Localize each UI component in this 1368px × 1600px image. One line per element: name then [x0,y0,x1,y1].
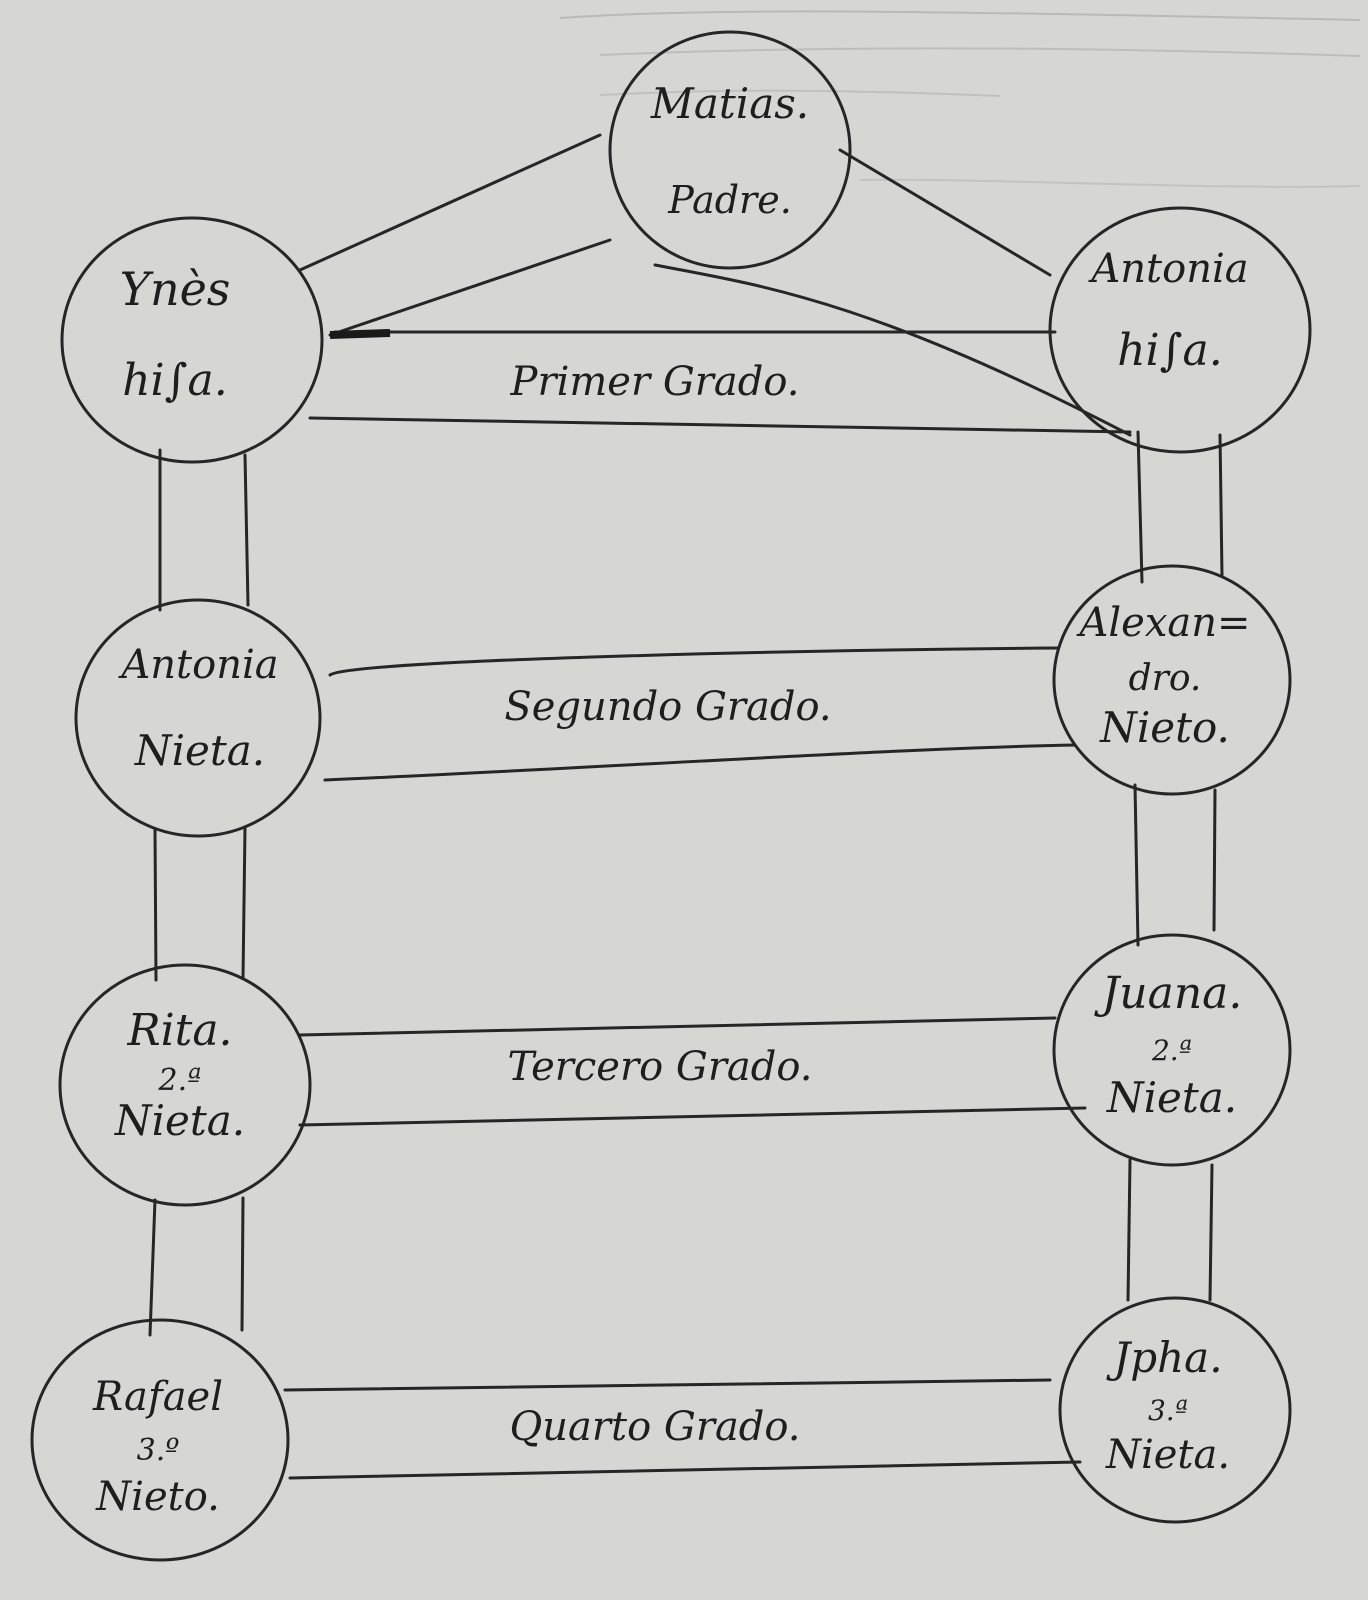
antonia-hija-label-line-1: Antonia [1087,246,1248,292]
ines-circle [60,216,324,464]
rita-label-line-3: Nieta. [114,1096,245,1145]
connector-lines [148,133,1224,1480]
alexandro-circle [1052,564,1292,796]
antonia-hija-label-line-2: hi∫a. [1117,325,1223,376]
bleed-through-text [559,10,1361,188]
ines-label-line-2: hi∫a. [122,355,228,406]
node-labels: Matias. Padre. Ynès hi∫a. Antonia hi∫a. Antoni… [92,79,1251,1520]
antonia-nieta-circle [74,598,322,838]
josepha-label-line-2: 3.ª [1148,1394,1188,1427]
ines-label-line-1: Ynès [120,262,231,316]
matias-circle [608,30,852,270]
juana-circle [1052,933,1292,1167]
rafael-label-line-2: 3.º [137,1433,180,1468]
rita-label-line-2: 2.ª [158,1063,202,1098]
rafael-label-line-3: Nieto. [95,1474,220,1520]
juana-label-line-2: 2.ª [1151,1034,1192,1067]
grade-label-cuarto: Quarto Grado. [509,1404,800,1450]
josepha-label-line-3: Nieta. [1105,1432,1230,1478]
grade-label-primer: Primer Grado. [510,359,800,405]
antonia-nieta-label-line-1: Antonia [117,642,278,688]
rita-circle [58,963,312,1207]
antonia-hija-circle [1048,206,1312,454]
grade-label-tercero: Tercero Grado. [508,1044,813,1090]
alexandro-label-line-2: dro. [1129,658,1202,699]
alexandro-label-line-3: Nieto. [1099,703,1230,752]
josepha-circle [1058,1296,1292,1524]
grade-labels: Primer Grado. Segundo Grado. Tercero Gra… [504,359,831,1450]
alexandro-label-line-1: Alexan= [1075,600,1250,646]
rafael-label-line-1: Rafael [92,1374,223,1420]
node-circles [30,30,1312,1562]
juana-label-line-1: Juana. [1094,968,1243,1019]
matias-label-line-1: Matias. [650,79,809,128]
antonia-nieta-label-line-2: Nieta. [134,726,265,775]
ink-mark [329,329,391,339]
grade-label-segundo: Segundo Grado. [504,684,831,730]
josepha-label-line-1: Jpha. [1105,1333,1222,1382]
matias-label-line-2: Padre. [667,178,792,222]
rafael-circle [30,1318,290,1562]
rita-label-line-1: Rita. [126,1005,232,1056]
juana-label-line-3: Nieta. [1106,1073,1237,1122]
